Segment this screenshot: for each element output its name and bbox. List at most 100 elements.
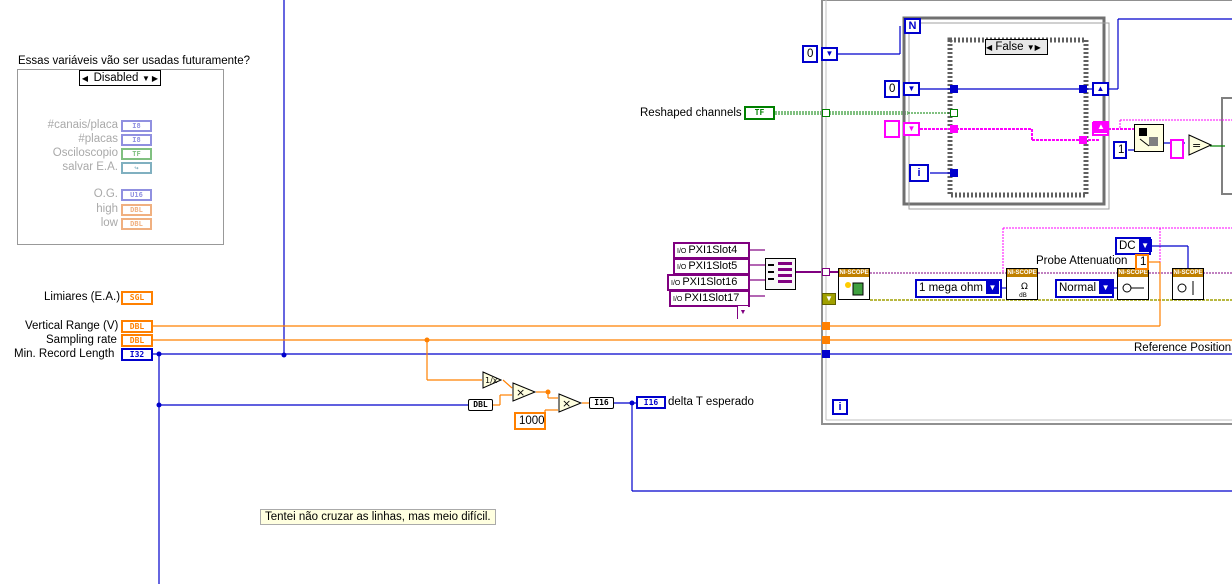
multiply-node-2[interactable]: × [558,393,583,413]
case-next-arrow-icon[interactable]: ▶ [1034,43,1041,52]
disabled-terminal[interactable]: TF [121,148,152,160]
shift-register-icon: ▼ [821,47,838,61]
decrement-arrow-icon[interactable]: ◀ [81,74,89,83]
reciprocal-node[interactable]: 1/x [482,371,503,389]
impedance-enum[interactable]: 1 mega ohm▼ [915,279,1002,298]
build-array-node[interactable] [765,258,796,290]
control-terminal-limiares[interactable]: SGL [121,291,153,305]
to-i16-convert[interactable]: I16 [589,397,614,409]
tunnel-vertical-range [822,322,830,330]
constant-zero-inner[interactable]: 0 [884,80,900,98]
constant-zero-top[interactable]: 0 [802,45,818,63]
case-tunnel-1 [950,85,958,93]
dropdown-arrow-icon[interactable]: ▼ [985,281,999,294]
empty-array-constant[interactable] [884,120,900,138]
control-terminal-min-record[interactable]: I32 [121,348,153,361]
control-terminal-sampling-rate[interactable]: DBL [121,334,153,347]
dropdown-arrow-icon[interactable]: ▼ [1138,239,1152,252]
niscope-header: NI-SCOPE [1118,269,1148,277]
coupling-enum[interactable]: DC▼ [1115,237,1152,255]
equal-node[interactable]: = [1188,134,1213,156]
to-double-convert[interactable]: DBL [468,399,493,411]
reshaped-terminal[interactable]: TF [744,106,775,120]
slot-label: PXI1Slot4 [688,244,738,256]
tunnel-min-record [822,350,830,358]
coupling-value: DC [1119,240,1136,252]
disable-box-title: Essas variáveis vão ser usadas futuramen… [18,55,251,67]
svg-text:×: × [516,386,525,399]
slot-label: PXI1Slot17 [684,292,740,304]
multiply-node-1[interactable]: × [512,382,537,402]
io-icon: I/O [673,296,683,303]
disable-structure [17,69,224,245]
control-label-limiares: Limiares (E.A.) [44,291,121,303]
disabled-terminal[interactable]: I8 [121,120,152,132]
niscope-init-node[interactable]: NI-SCOPE [838,268,870,300]
disabled-terminal[interactable]: I8 [121,134,152,146]
case-selector[interactable]: ◀ False ▼▶ [985,39,1048,55]
case-tunnel-4 [1079,136,1087,144]
case-tunnel-3 [950,125,958,133]
svg-text:Ω: Ω [1021,282,1028,292]
control-terminal-vertical-range[interactable]: DBL [121,320,153,333]
io-icon: I/O [677,248,687,255]
disabled-terminal[interactable]: U16 [121,189,152,201]
indicator-terminal-delta-t[interactable]: I16 [636,396,666,409]
disabled-label: #placas [78,133,118,145]
case-dropdown-icon[interactable]: ▼ [1026,43,1035,52]
shift-register-left-icon: ▼ [903,82,920,96]
array-constant-pink[interactable] [1170,139,1184,159]
autoindex-tunnel-icon: ▲ [1093,121,1109,133]
array-subset-node[interactable] [1134,124,1164,152]
io-icon: I/O [677,264,687,271]
tunnel-resource [822,268,830,276]
control-label-sampling-rate: Sampling rate [46,334,117,346]
svg-text:1/x: 1/x [485,376,498,385]
disabled-label: high [96,203,118,215]
disabled-terminal[interactable]: DBL [121,204,152,216]
loop-iteration-terminal: i [909,164,929,182]
niscope-header: NI-SCOPE [1007,269,1037,277]
tunnel-sampling-rate [822,336,830,344]
svg-text:dB: dB [1019,292,1027,299]
constant-1000[interactable]: 1000 [514,412,546,430]
control-label-min-record: Min. Record Length [14,348,115,360]
trigger-mode-enum[interactable]: Normal▼ [1055,279,1114,298]
disabled-label: salvar E.A. [62,161,118,173]
shift-register-array-left-icon: ▼ [903,122,920,136]
disabled-label: #canais/placa [47,119,118,131]
niscope-trigger-node[interactable]: NI-SCOPE [1117,268,1149,300]
disable-selector[interactable]: ◀Disabled▼▶ [79,70,161,86]
tunnel-reshaped [822,109,830,117]
slot-label: PXI1Slot16 [682,276,738,288]
probe-attenuation-label: Probe Attenuation [1036,255,1128,267]
sequence-iteration-terminal: i [832,399,848,415]
loop-count-terminal[interactable]: N [904,18,921,34]
reshaped-label: Reshaped channels [640,107,742,119]
probe-attenuation-constant[interactable]: 1 [1135,254,1149,270]
disabled-terminal[interactable]: DBL [121,218,152,230]
dropdown-arrow-icon[interactable]: ▼ [1099,281,1113,294]
free-label-note[interactable]: Tentei não cruzar as linhas, mas meio di… [260,509,496,525]
case-prev-arrow-icon[interactable]: ◀ [986,43,993,52]
indicator-label-delta-t: delta T esperado [668,396,754,408]
svg-text:=: = [1192,139,1201,152]
dropdown-arrow-icon[interactable]: ▼ [142,74,150,83]
dropdown-arrow-icon[interactable]: ▼ [737,306,748,319]
constant-one[interactable]: 1 [1113,141,1127,159]
sequence-pin-icon: ▼ [822,293,836,305]
slot-label: PXI1Slot5 [688,260,738,272]
increment-arrow-icon[interactable]: ▶ [151,74,158,83]
disabled-label: Osciloscopio [52,147,118,159]
niscope-header: NI-SCOPE [1173,269,1203,277]
disabled-label: O.G. [93,188,118,200]
disabled-terminal[interactable]: ↪ [121,162,152,174]
niscope-horizontal-node[interactable]: NI-SCOPE [1172,268,1204,300]
case-selector-label: False [995,41,1024,53]
